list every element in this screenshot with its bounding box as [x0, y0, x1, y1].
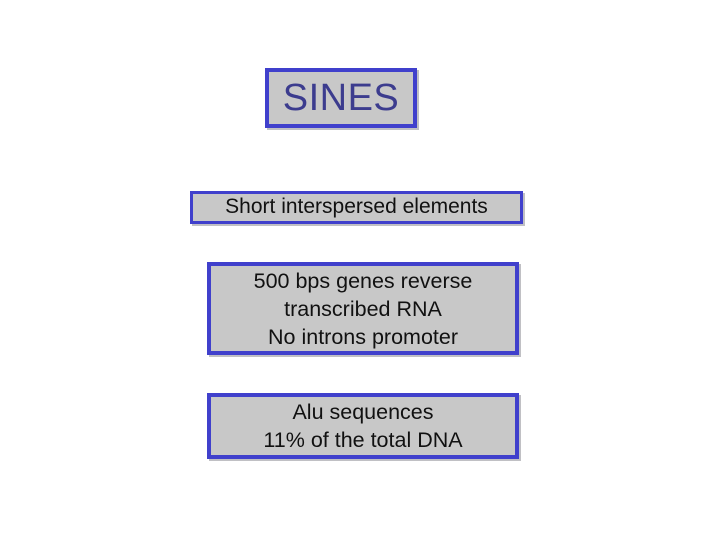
sines-title-box: SINES: [265, 68, 417, 128]
features-line-2: transcribed RNA: [284, 296, 442, 321]
alu-line-1: Alu sequences: [292, 400, 434, 424]
features-line-3: No introns promoter: [268, 324, 458, 349]
features-box: 500 bps genes reverse transcribed RNA No…: [207, 262, 519, 355]
alu-text: Alu sequences 11% of the total DNA: [211, 398, 515, 454]
definition-text: Short interspersed elements: [193, 196, 520, 218]
alu-line-2: 11% of the total DNA: [263, 428, 463, 452]
sines-title-text: SINES: [282, 77, 400, 119]
alu-box: Alu sequences 11% of the total DNA: [207, 393, 519, 459]
features-line-1: 500 bps genes reverse: [253, 268, 473, 293]
definition-box: Short interspersed elements: [190, 191, 523, 224]
definition-line-1: Short interspersed elements: [225, 195, 488, 219]
features-text: 500 bps genes reverse transcribed RNA No…: [211, 267, 515, 351]
